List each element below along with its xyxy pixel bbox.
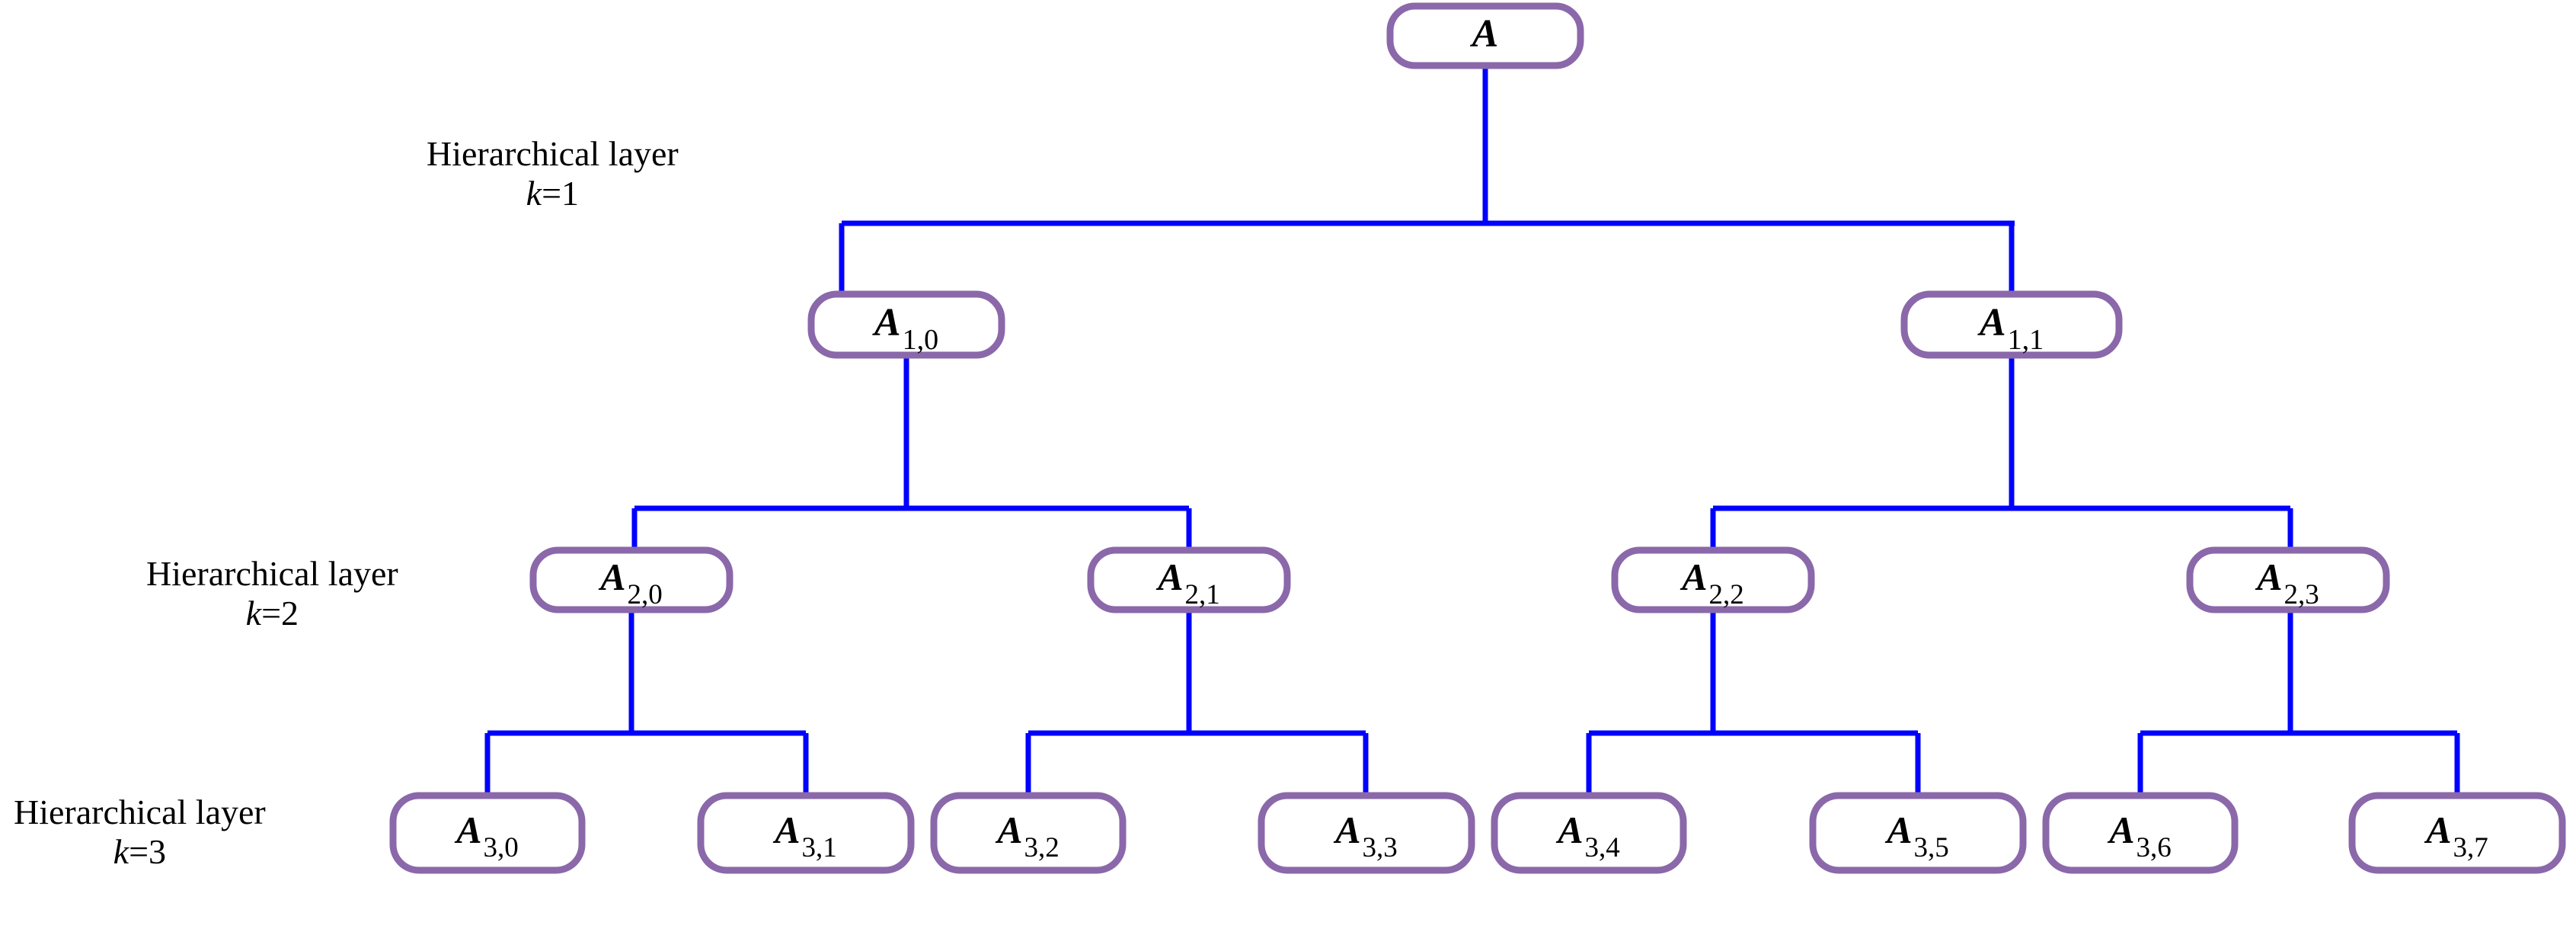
node-label-subscript: 2,1 <box>1185 579 1220 610</box>
node-label-A3_5: A3,5 <box>1884 809 1949 863</box>
node-label-subscript: 3,0 <box>484 832 519 863</box>
node-box-A3_0 <box>389 792 586 874</box>
node-label-subscript: 2,2 <box>1709 579 1744 610</box>
node-label-base: A <box>1333 809 1360 851</box>
node-label-A1_1: A1,1 <box>1977 301 2044 356</box>
node-label-subscript: 3,2 <box>1024 832 1059 863</box>
tree-node-A1_1[interactable]: A1,1 <box>1900 290 2123 359</box>
node-label-subscript: 3,1 <box>802 832 837 863</box>
node-box-A1_0 <box>807 290 1005 359</box>
layer-index-variable: k <box>113 831 129 871</box>
tree-node-A3_7[interactable]: A3,7 <box>2348 792 2566 874</box>
node-label-A2_0: A2,0 <box>598 556 663 610</box>
layer-caption-index: k=2 <box>146 594 398 633</box>
node-label-subscript: 3,7 <box>2453 832 2488 863</box>
node-box-A3_3 <box>1258 792 1475 874</box>
tree-node-A1_0[interactable]: A1,0 <box>807 290 1005 359</box>
node-label-subscript: 3,4 <box>1585 832 1620 863</box>
node-label-A3_6: A3,6 <box>2107 809 2172 863</box>
layer-caption-title: Hierarchical layer <box>14 793 266 831</box>
tree-node-A2_3[interactable]: A2,3 <box>2186 546 2390 613</box>
node-label-base: A <box>598 556 625 598</box>
node-label-A: A <box>1470 12 1499 56</box>
tree-node-A3_2[interactable]: A3,2 <box>930 792 1127 874</box>
tree-node-A3_6[interactable]: A3,6 <box>2042 792 2239 874</box>
node-box-A2_2 <box>1611 546 1815 613</box>
layer-index-value: =3 <box>129 831 167 871</box>
node-box-A3_2 <box>930 792 1127 874</box>
node-box-A3_5 <box>1809 792 2027 874</box>
node-label-A1_0: A1,0 <box>872 301 938 356</box>
layer-caption-title: Hierarchical layer <box>146 554 398 593</box>
node-label-base: A <box>1155 556 1183 598</box>
node-label-base: A <box>1680 556 1707 598</box>
node-box-A2_3 <box>2186 546 2390 613</box>
node-box-A2_1 <box>1087 546 1291 613</box>
layer-index-variable: k <box>526 173 542 213</box>
tree-node-A3_3[interactable]: A3,3 <box>1258 792 1475 874</box>
node-box-A3_1 <box>697 792 915 874</box>
tree-node-A3_4[interactable]: A3,4 <box>1491 792 1687 874</box>
node-box-A3_7 <box>2348 792 2566 874</box>
edge-layer <box>484 66 2460 796</box>
node-label-base: A <box>1470 12 1499 56</box>
tree-node-A2_2[interactable]: A2,2 <box>1611 546 1815 613</box>
node-label-base: A <box>995 809 1022 851</box>
node-label-base: A <box>2255 556 2282 598</box>
tree-node-A2_0[interactable]: A2,0 <box>529 546 733 613</box>
tree-node-A2_1[interactable]: A2,1 <box>1087 546 1291 613</box>
node-box-A <box>1386 2 1584 69</box>
node-label-base: A <box>2107 809 2134 851</box>
layer-index-variable: k <box>245 593 262 633</box>
node-label-A3_0: A3,0 <box>454 809 519 863</box>
node-box-A1_1 <box>1900 290 2123 359</box>
node-label-subscript: 1,0 <box>903 324 939 356</box>
node-label-A3_4: A3,4 <box>1555 809 1620 863</box>
tree-node-A3_0[interactable]: A3,0 <box>389 792 586 874</box>
node-label-A2_1: A2,1 <box>1155 556 1220 610</box>
node-label-A3_1: A3,1 <box>772 809 837 863</box>
node-label-base: A <box>1977 301 2006 344</box>
tree-node-A3_1[interactable]: A3,1 <box>697 792 915 874</box>
node-label-A3_2: A3,2 <box>995 809 1059 863</box>
layer-caption-title: Hierarchical layer <box>427 134 679 173</box>
node-label-A3_7: A3,7 <box>2424 809 2488 863</box>
node-label-A3_3: A3,3 <box>1333 809 1398 863</box>
node-label-base: A <box>1555 809 1583 851</box>
node-box-A3_6 <box>2042 792 2239 874</box>
node-label-subscript: 3,6 <box>2137 832 2172 863</box>
node-label-base: A <box>772 809 800 851</box>
node-label-subscript: 3,3 <box>1363 832 1398 863</box>
node-label-A2_2: A2,2 <box>1680 556 1744 610</box>
tree-node-A3_5[interactable]: A3,5 <box>1809 792 2027 874</box>
node-label-subscript: 2,3 <box>2284 579 2319 610</box>
layer-index-value: =1 <box>542 173 580 213</box>
layer-index-value: =2 <box>261 593 299 633</box>
node-label-subscript: 1,1 <box>2008 324 2044 356</box>
node-label-A2_3: A2,3 <box>2255 556 2319 610</box>
node-box-A2_0 <box>529 546 733 613</box>
node-label-base: A <box>1884 809 1912 851</box>
node-label-subscript: 3,5 <box>1914 832 1949 863</box>
layer-caption-index: k=1 <box>427 174 679 213</box>
node-box-A3_4 <box>1491 792 1687 874</box>
tree-node-A[interactable]: A <box>1386 2 1584 69</box>
node-label-subscript: 2,0 <box>628 579 663 610</box>
node-label-base: A <box>454 809 481 851</box>
node-label-base: A <box>2424 809 2451 851</box>
layer-caption-index: k=3 <box>14 832 266 872</box>
node-label-base: A <box>872 301 901 344</box>
